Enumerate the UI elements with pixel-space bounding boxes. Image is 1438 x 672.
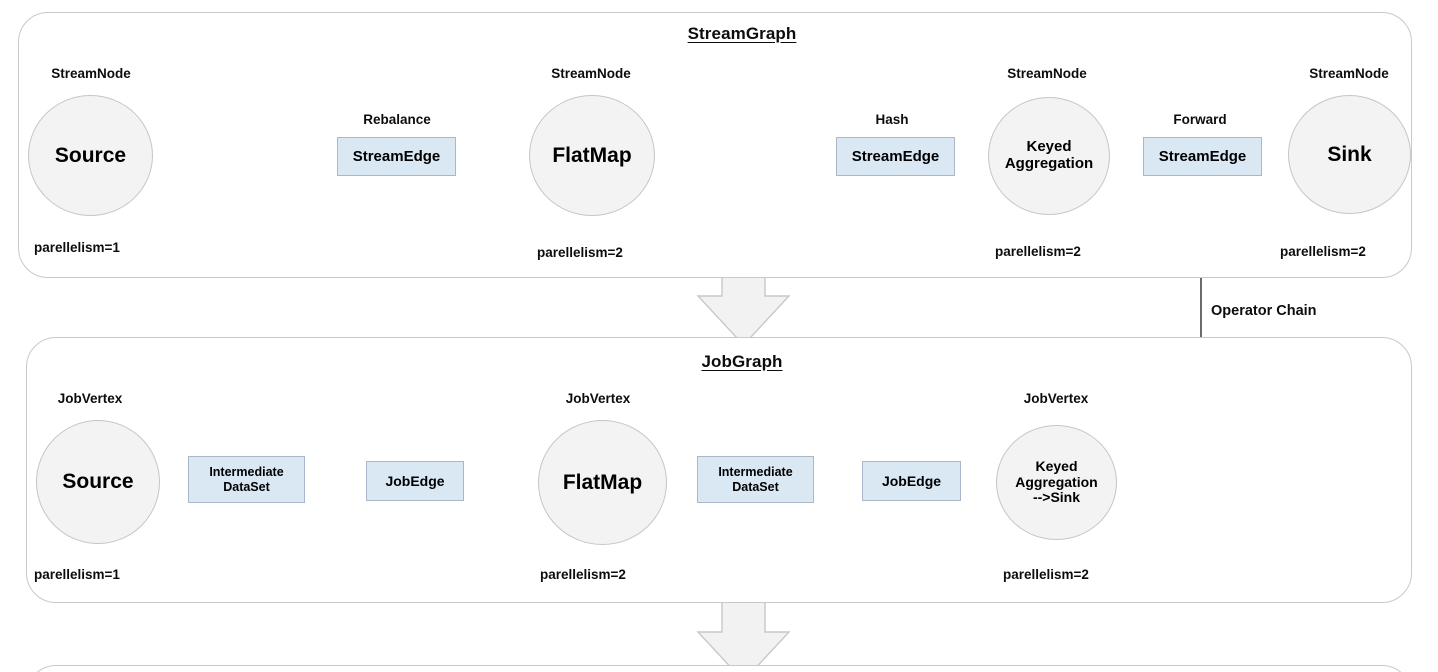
streamedge-rebalance[interactable]: StreamEdge [337,137,456,176]
streamedge-strategy-hash: Hash [875,112,909,127]
jobvertex-parallelism-source: parellelism=1 [34,567,120,582]
streamnode-flatmap[interactable]: FlatMap [529,95,655,216]
streamedge-hash[interactable]: StreamEdge [836,137,955,176]
streamnode-parallelism-sink: parellelism=2 [1280,244,1366,259]
jobedge-2[interactable]: JobEdge [862,461,961,501]
jobvertex-label-source: JobVertex [57,391,123,406]
transition-arrow-jobgraph-to-next [696,597,791,672]
streamnode-parallelism-flatmap: parellelism=2 [537,245,623,260]
streamedge-forward[interactable]: StreamEdge [1143,137,1262,176]
streamnode-sink[interactable]: Sink [1288,95,1411,214]
jobvertex-keyed-aggregation-sink[interactable]: Keyed Aggregation -->Sink [996,425,1117,540]
streamnode-source[interactable]: Source [28,95,153,216]
operator-chain-label: Operator Chain [1211,303,1317,319]
streamedge-strategy-rebalance: Rebalance [363,112,431,127]
intermediate-dataset-1[interactable]: Intermediate DataSet [188,456,305,503]
streamnode-parallelism-source: parellelism=1 [34,240,120,255]
jobgraph-title: JobGraph [701,352,783,371]
streamnode-label-keyedagg: StreamNode [1007,66,1087,81]
jobedge-1[interactable]: JobEdge [366,461,464,501]
next-graph-panel-partial [26,665,1412,672]
jobvertex-parallelism-flatmap: parellelism=2 [540,567,626,582]
jobvertex-flatmap[interactable]: FlatMap [538,420,667,545]
intermediate-dataset-2[interactable]: Intermediate DataSet [697,456,814,503]
jobvertex-parallelism-keyedagg: parellelism=2 [1003,567,1089,582]
jobvertex-source[interactable]: Source [36,420,160,544]
streamedge-strategy-forward: Forward [1173,112,1227,127]
streamnode-label-source: StreamNode [51,66,131,81]
streamnode-label-flatmap: StreamNode [551,66,631,81]
jobvertex-label-flatmap: JobVertex [565,391,631,406]
streamnode-keyed-aggregation[interactable]: Keyed Aggregation [988,97,1110,215]
jobvertex-label-keyedagg: JobVertex [1023,391,1089,406]
streamnode-parallelism-keyedagg: parellelism=2 [995,244,1081,259]
streamnode-label-sink: StreamNode [1309,66,1389,81]
streamgraph-title: StreamGraph [687,24,797,43]
